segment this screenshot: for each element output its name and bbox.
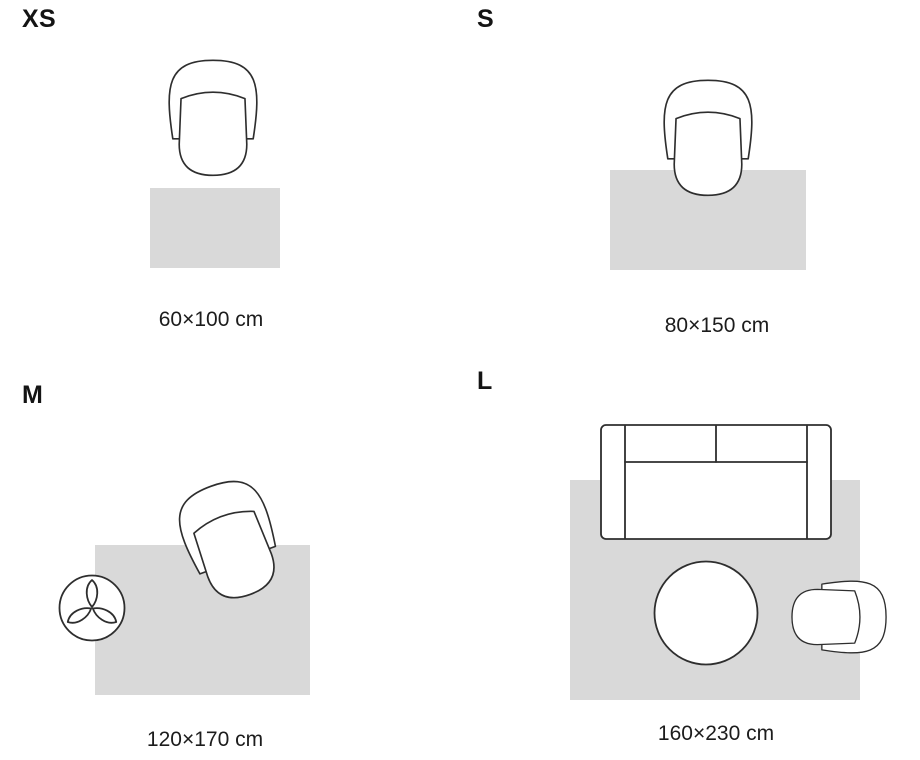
sofa-icon	[600, 424, 832, 540]
rug-swatch-xs	[150, 188, 280, 268]
size-label-xs: XS	[22, 5, 56, 33]
size-label-s: S	[477, 5, 494, 33]
dimension-label-m: 120×170 cm	[146, 728, 264, 751]
dimension-label-l: 160×230 cm	[657, 722, 775, 745]
dimension-label-xs: 60×100 cm	[158, 308, 264, 331]
plant-icon	[58, 574, 126, 642]
size-label-m: M	[22, 381, 44, 409]
armchair-icon	[168, 59, 258, 177]
dimension-label-s: 80×150 cm	[664, 314, 770, 337]
coffee-table-icon	[653, 560, 759, 666]
armchair-icon	[663, 79, 753, 197]
armchair-icon	[791, 580, 887, 654]
size-label-l: L	[477, 367, 493, 395]
